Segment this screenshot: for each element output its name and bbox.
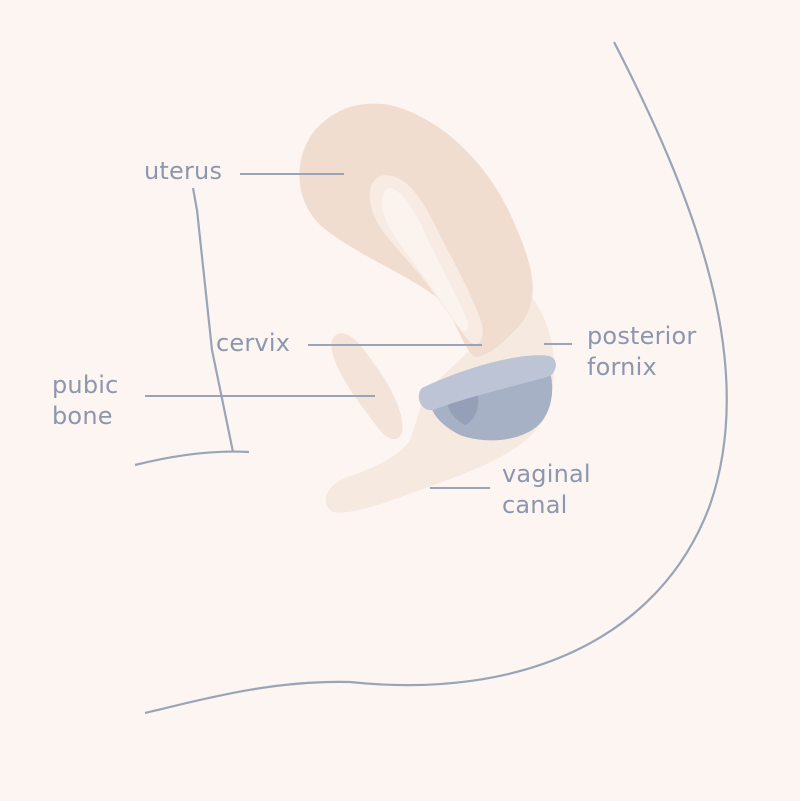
- disc-device-rim: [418, 355, 556, 411]
- uterus-bracket: [191, 187, 235, 453]
- label-pubic-bone-line1: pubic: [52, 371, 119, 399]
- pubic-outline: [134, 450, 250, 467]
- label-cervix-text: cervix: [216, 329, 291, 357]
- label-pubic-bone-line2: bone: [52, 402, 113, 430]
- label-vaginal-canal-line1: vaginal: [502, 460, 591, 488]
- label-posterior-fornix-line1: posterior: [587, 322, 697, 350]
- pubic-bone: [331, 333, 403, 440]
- label-uterus-text: uterus: [144, 157, 223, 185]
- label-vaginal-canal: vaginal canal: [502, 459, 591, 521]
- label-vaginal-canal-line2: canal: [502, 491, 568, 519]
- uterus-cavity: [381, 188, 469, 331]
- label-cervix: cervix: [216, 328, 290, 359]
- label-uterus: uterus: [144, 156, 222, 187]
- label-posterior-fornix: posterior fornix: [587, 321, 696, 383]
- label-pubic-bone: pubic bone: [52, 370, 119, 432]
- label-posterior-fornix-line2: fornix: [587, 353, 657, 381]
- body-outline: [144, 41, 728, 715]
